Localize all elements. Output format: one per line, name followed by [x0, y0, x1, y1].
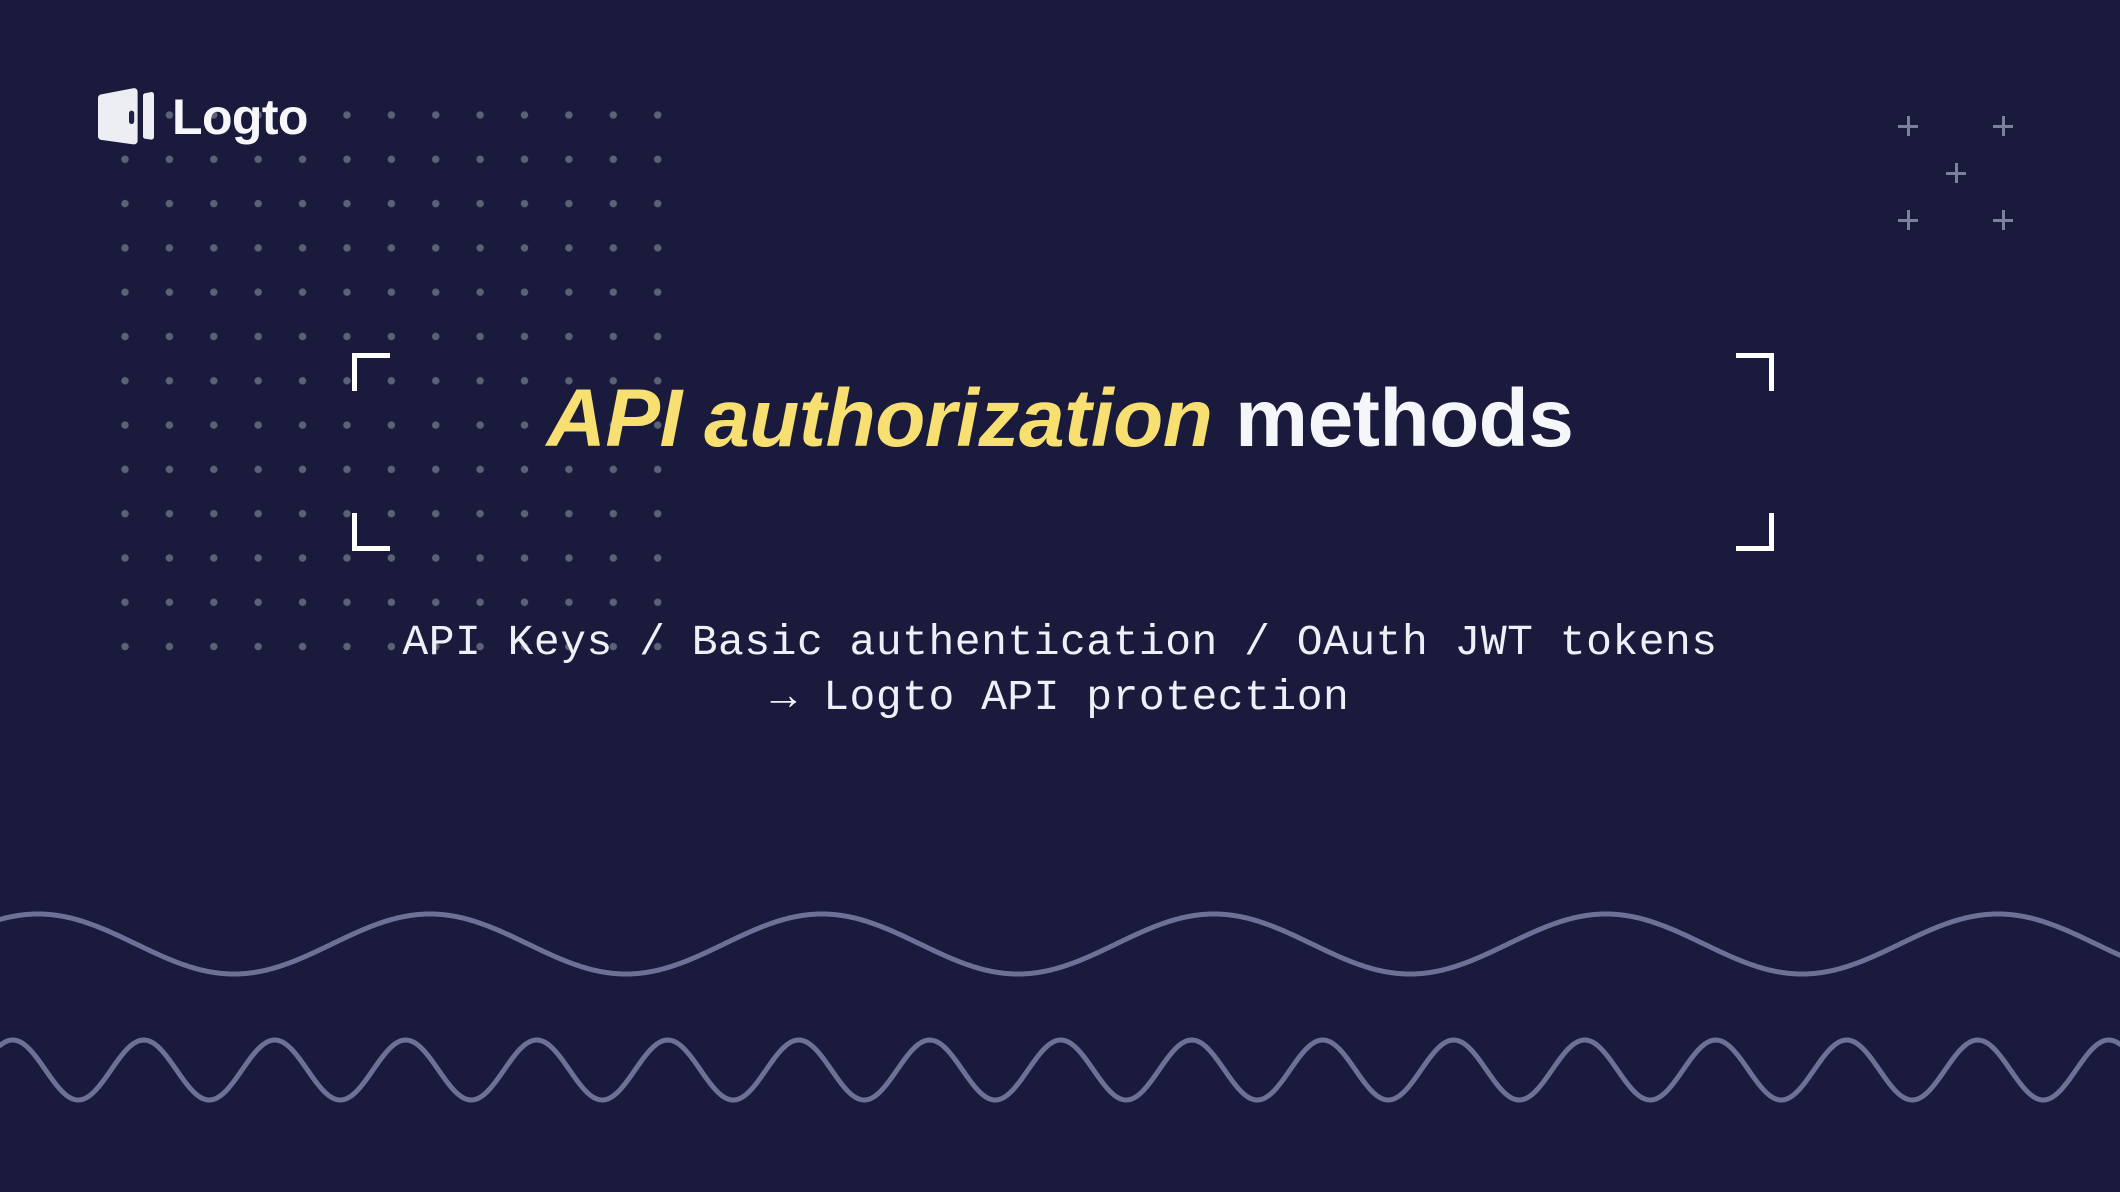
corner-bracket-bottom-right	[1736, 513, 1774, 551]
plus-icon	[1898, 116, 1918, 136]
page-title: API authorization methods	[0, 373, 2120, 464]
plus-icon	[1898, 210, 1918, 230]
plus-icon	[1993, 210, 2013, 230]
corner-bracket-bottom-left	[352, 513, 390, 551]
plus-icon	[1946, 163, 1966, 183]
brand-lockup: Logto	[98, 82, 308, 152]
subtitle: API Keys / Basic authentication / OAuth …	[0, 615, 2120, 725]
plus-marks-cluster	[1886, 108, 2026, 240]
brand-name: Logto	[172, 89, 308, 145]
subtitle-line-2: → Logto API protection	[770, 673, 1350, 723]
page-title-accent: API authorization	[546, 373, 1213, 464]
page-title-plain: methods	[1235, 373, 1574, 464]
logto-door-icon	[98, 88, 154, 145]
plus-icon	[1993, 116, 2013, 136]
subtitle-line-1: API Keys / Basic authentication / OAuth …	[402, 618, 1718, 667]
wave-decoration	[0, 911, 2120, 1103]
